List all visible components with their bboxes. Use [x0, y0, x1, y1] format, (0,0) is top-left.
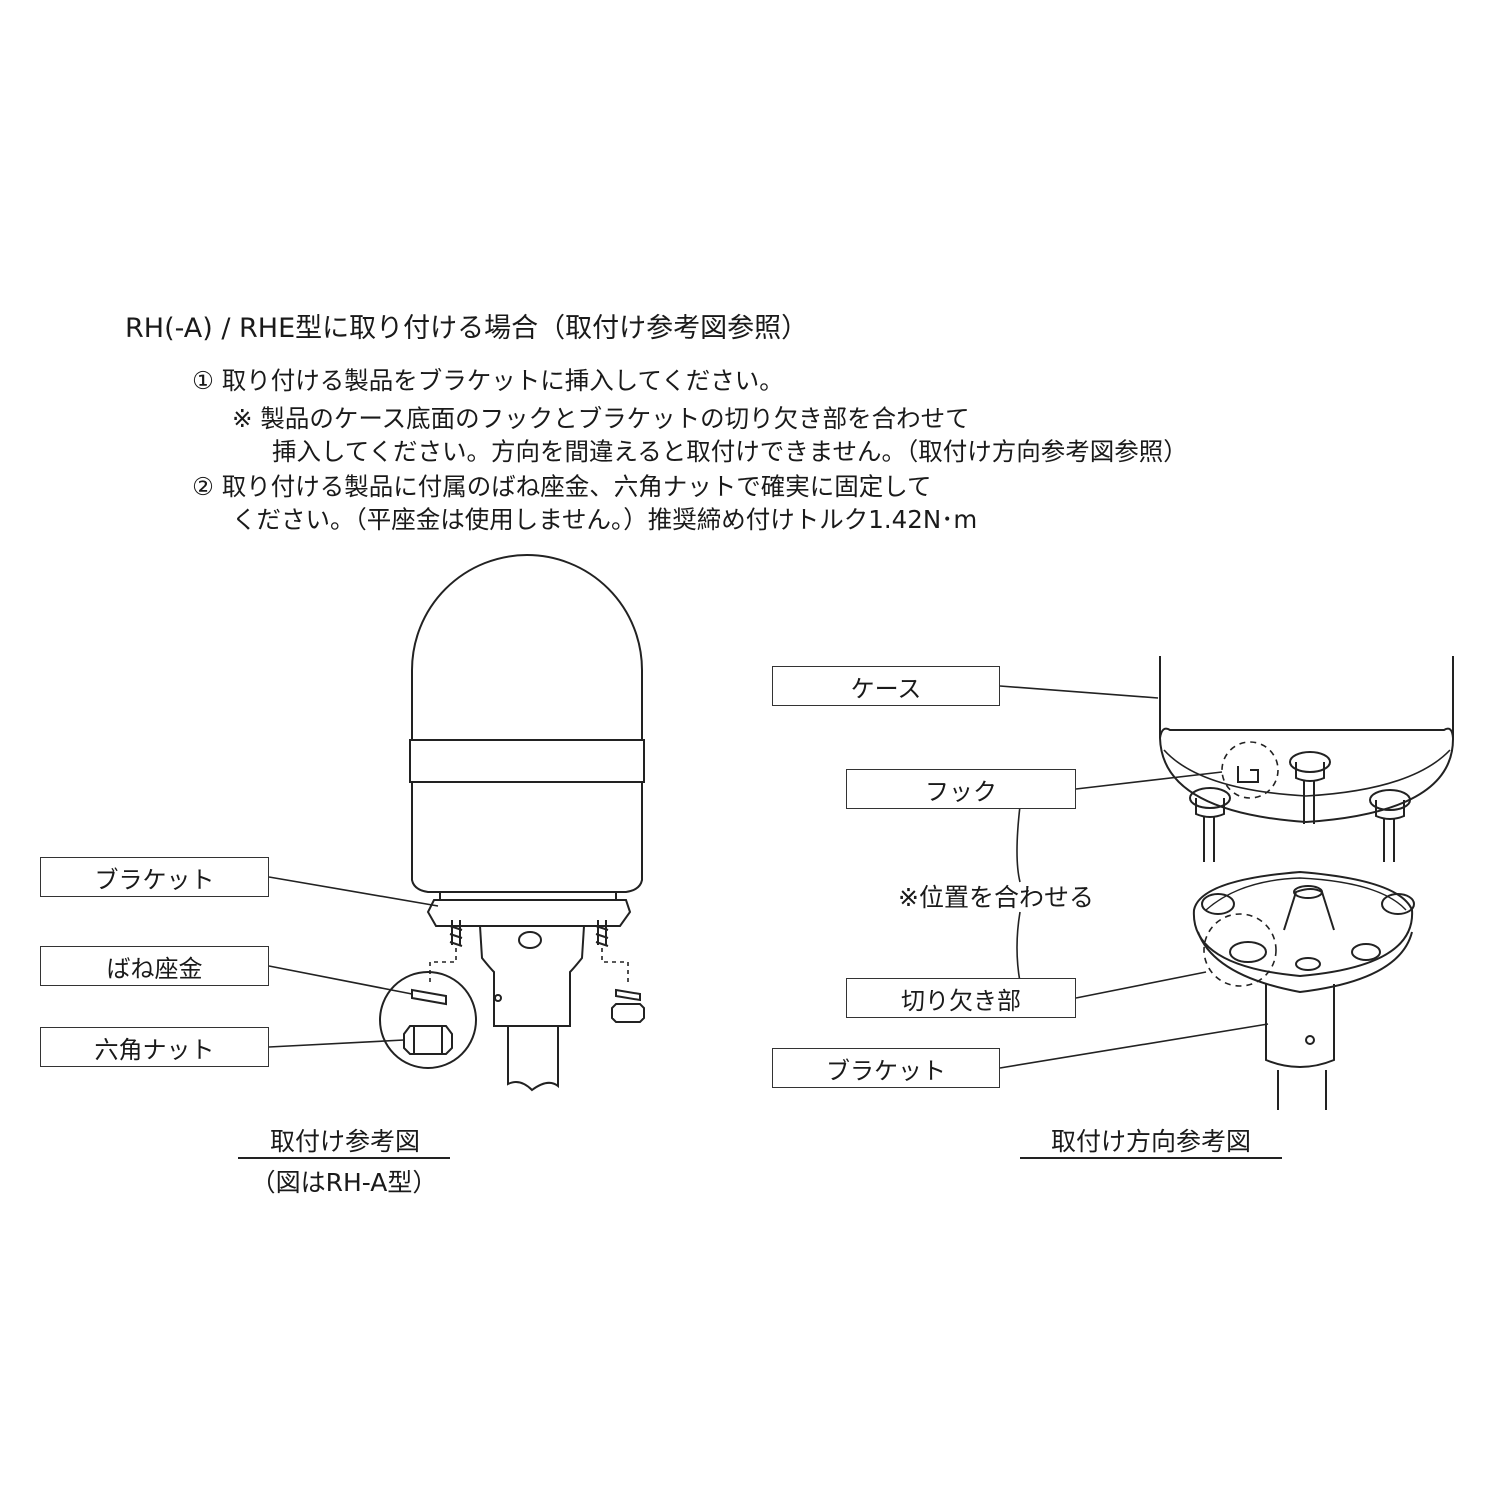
caption-install-reference: 取付け参考図 — [269, 1127, 420, 1156]
studs-and-nuts-illustration — [379, 920, 645, 1069]
alignment-note: ※位置を合わせる — [898, 883, 1094, 912]
right-leader-lines — [999, 685, 1269, 1069]
caption-underline-right — [1020, 1157, 1282, 1159]
label-bracket-right: ブラケット — [772, 1048, 1000, 1088]
label-case: ケース — [772, 666, 1000, 706]
step-2-continued: ください。（平座金は使用しません。）推奨締め付けトルク1.42N･m — [232, 505, 978, 534]
caption-underline-left — [238, 1157, 450, 1159]
label-spring-washer: ばね座金 — [40, 946, 269, 986]
step-1: ① 取り付ける製品をブラケットに挿入してください。 — [192, 366, 784, 395]
bracket-top-illustration — [1192, 870, 1415, 1110]
bracket-pole-illustration — [479, 925, 585, 1092]
caption-model-note: （図はRH-A型） — [250, 1168, 438, 1197]
label-hex-nut: 六角ナット — [40, 1027, 269, 1067]
step-2: ② 取り付ける製品に付属のばね座金、六角ナットで確実に固定して — [192, 472, 932, 501]
label-bracket-left: ブラケット — [40, 857, 269, 897]
case-bottom-illustration — [1158, 656, 1455, 862]
step-1-note-line-1: ※ 製品のケース底面のフックとブラケットの切り欠き部を合わせて — [232, 404, 970, 433]
label-hook: フック — [846, 769, 1076, 809]
beacon-lamp-illustration — [409, 554, 645, 927]
label-notch: 切り欠き部 — [846, 978, 1076, 1018]
caption-orientation-reference: 取付け方向参考図 — [1050, 1127, 1251, 1156]
left-leader-lines — [268, 876, 439, 1048]
step-1-note-line-2: 挿入してください。方向を間違えると取付けできません。（取付け方向参考図参照） — [272, 437, 1188, 466]
section-heading: RH(-A) / RHE型に取り付ける場合（取付け参考図参照） — [125, 313, 809, 344]
